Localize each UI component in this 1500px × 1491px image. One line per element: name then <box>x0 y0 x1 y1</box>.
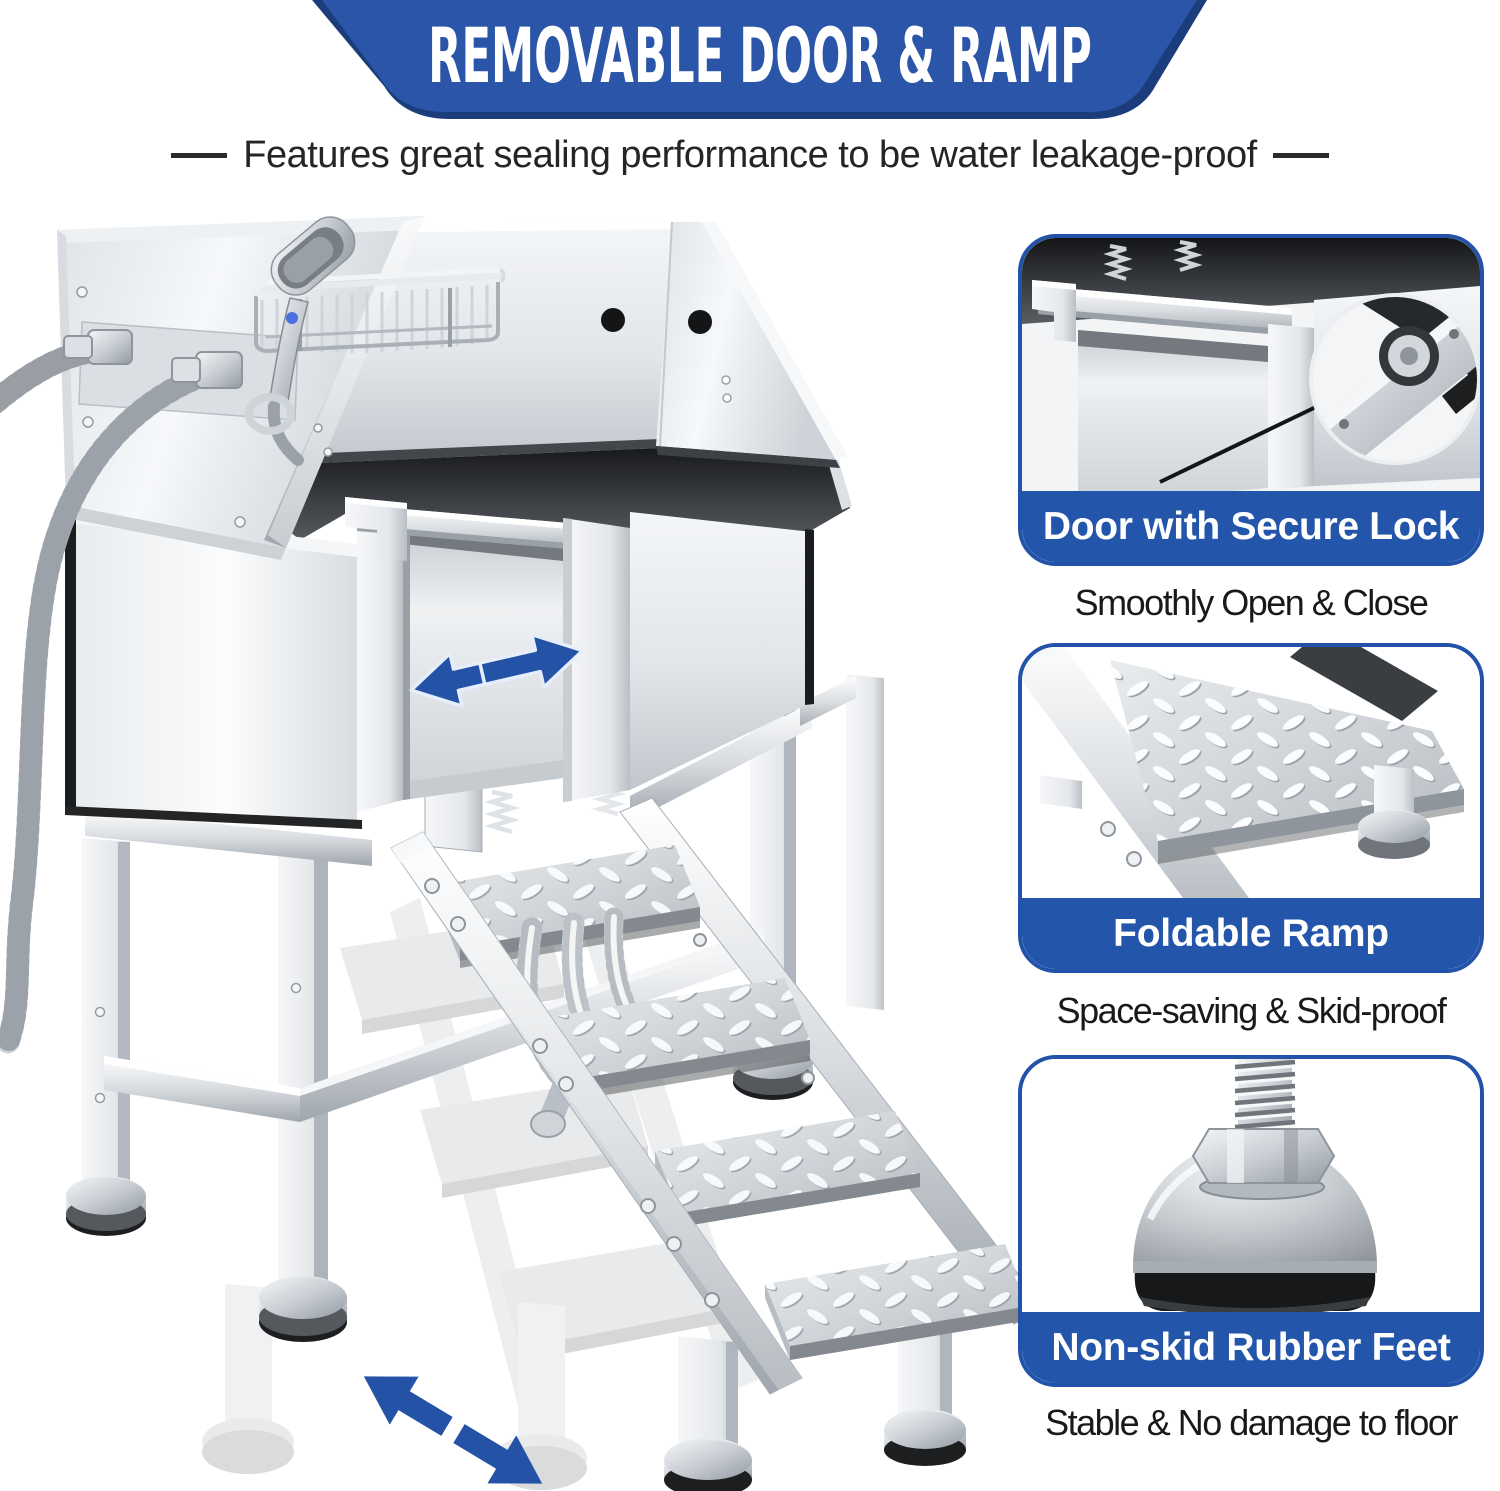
hose-hole <box>688 310 712 334</box>
leveling-foot <box>884 1409 966 1466</box>
shower-mount <box>245 393 295 435</box>
subtitle-text: Features great sealing performance to be… <box>243 134 1257 176</box>
spring <box>1103 244 1133 281</box>
feature-title: Non-skid Rubber Feet <box>1051 1325 1451 1369</box>
hose-connector <box>63 329 133 365</box>
feature-card-door-lock: Door with Secure Lock <box>1018 234 1484 566</box>
shower-head <box>245 216 356 466</box>
subtitle: Features great sealing performance to be… <box>0 134 1500 177</box>
banner-ribbon <box>312 0 1207 119</box>
leveling-foot <box>664 1438 752 1491</box>
stair-step <box>545 978 810 1101</box>
hex-nut <box>1191 1128 1336 1184</box>
stair-step <box>765 1244 1030 1360</box>
shower-hose <box>267 400 304 466</box>
ramp-direction-arrow <box>363 1376 543 1484</box>
spring <box>484 789 520 835</box>
water-hoses <box>0 329 243 1054</box>
leveling-foot <box>66 1176 146 1236</box>
feature-caption: Smoothly Open & Close <box>1074 582 1429 623</box>
feature-band: Non-skid Rubber Feet <box>1022 1312 1480 1383</box>
door-lock-closeup-illustration <box>1022 238 1480 562</box>
hose-hole <box>601 308 625 332</box>
hose-connector <box>171 351 243 389</box>
folding-stairs <box>390 777 1047 1491</box>
right-wing-panel <box>656 222 836 460</box>
feature-card-foldable-ramp: Foldable Ramp <box>1018 643 1484 973</box>
banner-face <box>322 0 1197 112</box>
feature-title: Door with Secure Lock <box>1042 504 1460 548</box>
door-slide-arrow <box>409 632 585 708</box>
subtitle-left-dash <box>171 153 228 158</box>
feature-caption: Stable & No damage to floor <box>1045 1402 1458 1443</box>
led-indicator <box>286 312 298 324</box>
banner-title: REMOVABLE DOOR & RAMP <box>428 11 1092 100</box>
stair-step <box>655 1111 920 1227</box>
feature-caption: Space-saving & Skid-proof <box>1056 990 1447 1031</box>
feature-band: Door with Secure Lock <box>1022 491 1480 562</box>
feature-card-rubber-feet: Non-skid Rubber Feet <box>1018 1055 1484 1387</box>
leveling-foot <box>259 1276 347 1342</box>
leveling-foot <box>1358 810 1430 859</box>
feature-title: Foldable Ramp <box>1113 911 1389 955</box>
tub-body <box>65 442 852 829</box>
subtitle-right-dash <box>1272 153 1329 158</box>
spring <box>1173 240 1203 272</box>
feature-band: Foldable Ramp <box>1022 898 1480 969</box>
